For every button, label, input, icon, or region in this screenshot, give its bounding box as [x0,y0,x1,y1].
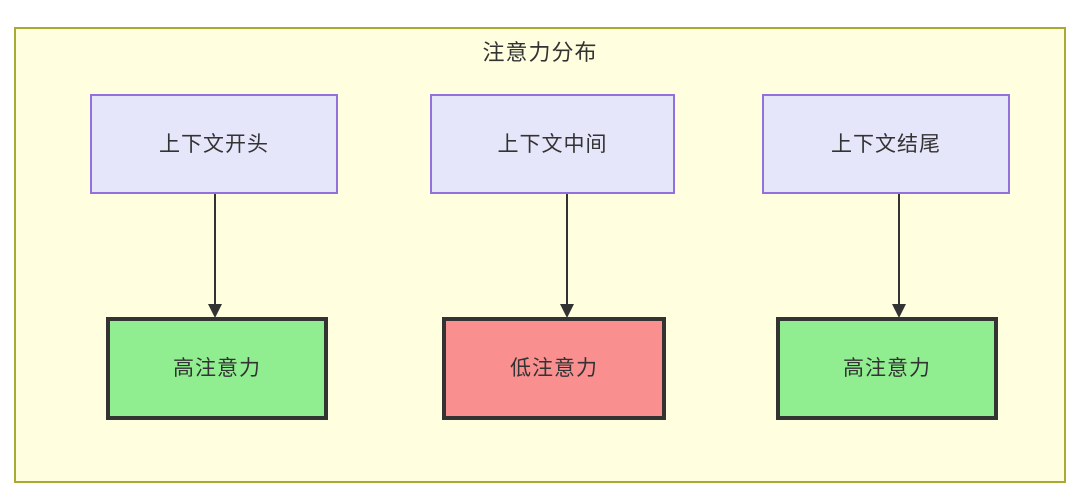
node-attention-start[interactable]: 高注意力 [106,317,328,420]
down-arrow-icon [892,304,906,318]
edge-context-middle-to-attention-middle [556,194,578,320]
node-context-start[interactable]: 上下文开头 [90,94,338,194]
down-arrow-icon [208,304,222,318]
node-attention-middle-label: 低注意力 [510,357,598,380]
node-attention-middle[interactable]: 低注意力 [442,317,666,420]
node-attention-end-label: 高注意力 [843,357,931,380]
edge-context-start-to-attention-start [204,194,226,320]
node-context-middle-label: 上下文中间 [497,132,608,156]
node-attention-start-label: 高注意力 [173,357,261,380]
node-context-middle[interactable]: 上下文中间 [430,94,675,194]
node-attention-end[interactable]: 高注意力 [776,317,998,420]
node-context-end-label: 上下文结尾 [831,132,941,156]
node-context-end[interactable]: 上下文结尾 [762,94,1010,194]
diagram-frame: 注意力分布 上下文开头 上下文中间 上下文结尾 高注意力 低注意力 高 [14,27,1066,483]
page-title: 注意力分布 [482,40,598,65]
edge-context-end-to-attention-end [888,194,910,320]
node-context-start-label: 上下文开头 [159,132,269,156]
down-arrow-icon [560,304,574,318]
